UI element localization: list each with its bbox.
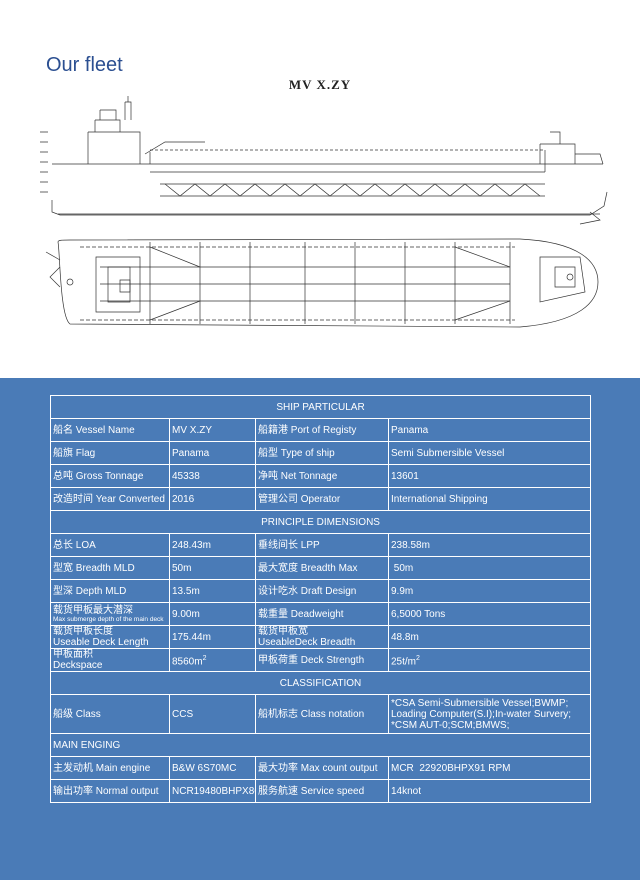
year-converted-label: 改造时间 Year Converted [50, 487, 170, 511]
section-classification: CLASSIFICATION [49, 671, 592, 695]
main-engine-label: 主发动机 Main engine [50, 756, 170, 780]
submerge-value: 9.00m [169, 602, 256, 626]
table-row: PRINCIPLE DIMENSIONS [49, 510, 592, 534]
deckspace-label-cn: 甲板面积 [53, 649, 93, 661]
table-row: CLASSIFICATION [49, 671, 592, 695]
deck-breadth-label: 载货甲板宽 UseableDeck Breadth [255, 625, 389, 649]
flag-label: 船旗 Flag [50, 441, 170, 465]
plan-view [45, 238, 599, 328]
ship-name-title: MV X.ZY [288, 77, 352, 92]
section-principle-dimensions: PRINCIPLE DIMENSIONS [49, 510, 592, 534]
notation-line-1: *CSA Semi-Submersible Vessel;BWMP; [391, 697, 569, 709]
submerge-label-en: Max submerge depth of the main deck [53, 616, 164, 623]
draft-value: 9.9m [387, 579, 592, 603]
operator-label: 管理公司 Operator [255, 487, 389, 511]
drawing-section: Our fleet MV X.ZY [0, 0, 640, 378]
deadweight-value: 6,5000 Tons [387, 602, 592, 626]
section-ship-particular: SHIP PARTICULAR [49, 395, 592, 419]
deck-strength-label: 甲板荷重 Deck Strength [255, 648, 389, 672]
lpp-label: 垂线间长 LPP [255, 533, 389, 557]
table-row: 型深 Depth MLD 13.5m 设计吃水 Draft Design 9.9… [50, 579, 592, 603]
port-label: 船籍港 Port of Registy [255, 418, 389, 442]
gross-tonnage-value: 45338 [169, 464, 256, 488]
submerge-label: 载货甲板最大潜深 Max submerge depth of the main … [50, 602, 170, 626]
breadth-max-value: 50m [387, 556, 592, 580]
draft-label: 设计吃水 Draft Design [255, 579, 389, 603]
table-row: 甲板面积 Deckspace 8560m2 甲板荷重 Deck Strength… [50, 648, 592, 672]
type-value: Semi Submersible Vessel [387, 441, 592, 465]
type-label: 船型 Type of ship [255, 441, 389, 465]
page-title: Our fleet [46, 54, 123, 76]
deck-strength-value: 25t/m2 [387, 648, 592, 672]
deck-breadth-label-cn: 载货甲板宽 [258, 626, 308, 638]
table-row: 船级 Class CCS 船机标志 Class notation *CSA Se… [50, 694, 592, 734]
net-tonnage-label: 净吨 Net Tonnage [255, 464, 389, 488]
net-tonnage-value: 13601 [387, 464, 592, 488]
submerge-label-cn: 载货甲板最大潜深 [53, 605, 133, 616]
class-label: 船级 Class [50, 694, 170, 734]
depth-value: 13.5m [169, 579, 256, 603]
table-row: 载货甲板长度 Useable Deck Length 175.44m 载货甲板宽… [50, 625, 592, 649]
table-row: 改造时间 Year Converted 2016 管理公司 Operator I… [50, 487, 592, 511]
table-row: 总长 LOA 248.43m 垂线间长 LPP 238.58m [50, 533, 592, 557]
deck-length-label: 载货甲板长度 Useable Deck Length [50, 625, 170, 649]
table-row: 载货甲板最大潜深 Max submerge depth of the main … [50, 602, 592, 626]
table-row: 船名 Vessel Name MV X.ZY 船籍港 Port of Regis… [50, 418, 592, 442]
ship-technical-drawing [40, 96, 608, 328]
breadth-value: 50m [169, 556, 256, 580]
deckspace-value: 8560m2 [169, 648, 256, 672]
side-elevation-view [40, 96, 608, 225]
deckspace-number: 8560m [172, 656, 203, 668]
table-row: 总吨 Gross Tonnage 45338 净吨 Net Tonnage 13… [50, 464, 592, 488]
deckspace-label-en: Deckspace [53, 660, 103, 671]
max-output-value: MCR 22920BHPX91 RPM [387, 756, 592, 780]
breadth-max-label: 最大宽度 Breadth Max [255, 556, 389, 580]
max-output-label: 最大功率 Max count output [255, 756, 389, 780]
deck-length-label-cn: 载货甲板长度 [53, 626, 113, 638]
normal-output-label: 输出功率 Normal output [50, 779, 170, 803]
deadweight-label: 载重量 Deadweight [255, 602, 389, 626]
table-row: 主发动机 Main engine B&W 6S70MC 最大功率 Max cou… [50, 756, 592, 780]
table-row: 输出功率 Normal output NCR19480BHPX86 服务航速 S… [50, 779, 592, 803]
deck-length-label-en: Useable Deck Length [53, 637, 149, 648]
deck-breadth-value: 48.8m [387, 625, 592, 649]
loa-value: 248.43m [169, 533, 256, 557]
table-row: 船旗 Flag Panama 船型 Type of ship Semi Subm… [50, 441, 592, 465]
section-main-enging: MAIN ENGING [49, 733, 592, 757]
notation-line-3: *CSM AUT-0;SCM;BMWS; [391, 719, 510, 731]
main-engine-value: B&W 6S70MC [169, 756, 256, 780]
table-row: SHIP PARTICULAR [49, 395, 592, 419]
gross-tonnage-label: 总吨 Gross Tonnage [50, 464, 170, 488]
class-notation-label: 船机标志 Class notation [255, 694, 389, 734]
ship-particular-table: SHIP PARTICULAR 船名 Vessel Name MV X.ZY 船… [49, 395, 592, 803]
flag-value: Panama [169, 441, 256, 465]
breadth-label: 型宽 Breadth MLD [50, 556, 170, 580]
year-converted-value: 2016 [169, 487, 256, 511]
service-speed-label: 服务航速 Service speed [255, 779, 389, 803]
deck-length-value: 175.44m [169, 625, 256, 649]
deck-strength-number: 25t/m [391, 656, 417, 668]
class-value: CCS [169, 694, 256, 734]
loa-label: 总长 LOA [50, 533, 170, 557]
port-value: Panama [387, 418, 592, 442]
deckspace-unit-sup: 2 [202, 654, 207, 662]
depth-label: 型深 Depth MLD [50, 579, 170, 603]
deckspace-label: 甲板面积 Deckspace [50, 648, 170, 672]
class-notation-value: *CSA Semi-Submersible Vessel;BWMP; Loadi… [387, 694, 592, 734]
operator-value: International Shipping [387, 487, 592, 511]
lpp-value: 238.58m [387, 533, 592, 557]
notation-line-2: Loading Computer(S.I);In-water Survery; [391, 708, 572, 720]
service-speed-value: 14knot [387, 779, 592, 803]
vessel-name-value: MV X.ZY [169, 418, 256, 442]
normal-output-value: NCR19480BHPX86 [169, 779, 256, 803]
deck-breadth-label-en: UseableDeck Breadth [258, 637, 356, 648]
table-row: MAIN ENGING [49, 733, 592, 757]
vessel-name-label: 船名 Vessel Name [50, 418, 170, 442]
table-row: 型宽 Breadth MLD 50m 最大宽度 Breadth Max 50m [50, 556, 592, 580]
deck-strength-unit-sup: 2 [416, 654, 420, 662]
